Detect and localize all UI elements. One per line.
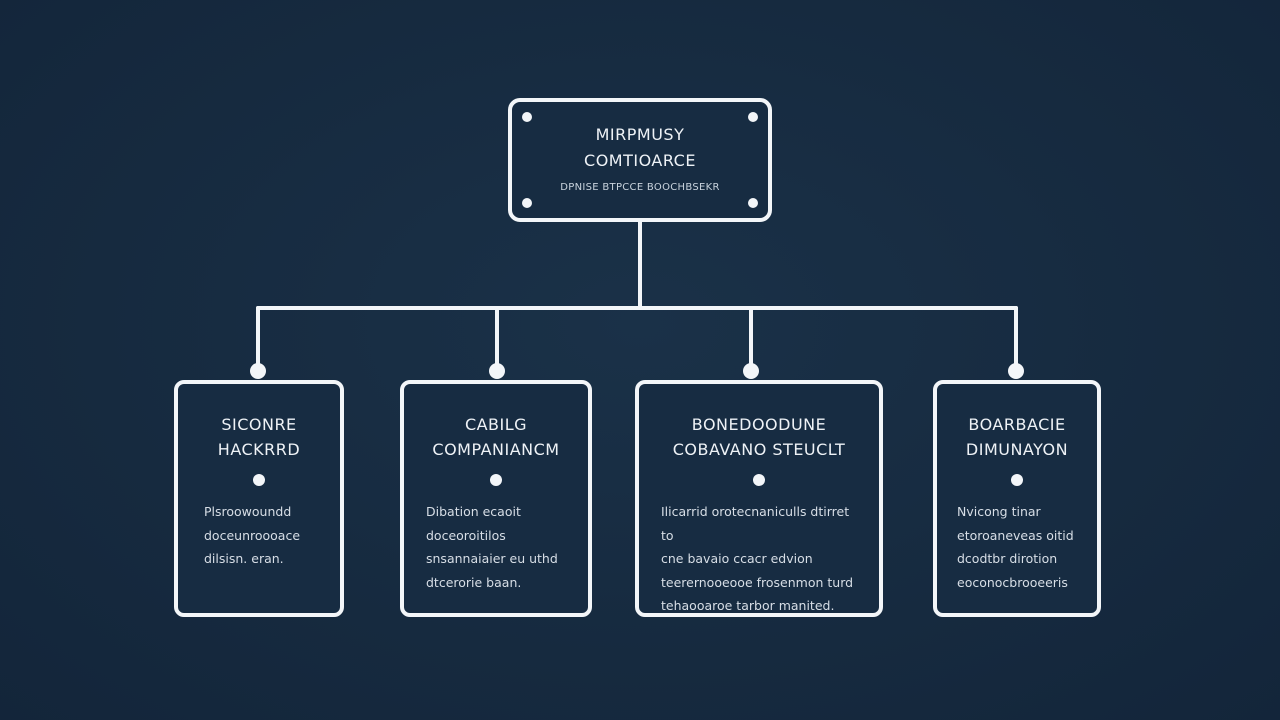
- corner-dot-icon: [522, 112, 532, 122]
- child-node-2: CABILG COMPANIANCM Dibation ecaoit doceo…: [400, 380, 592, 617]
- child-description: Plsroowoundd doceunroooace dilsisn. eran…: [204, 504, 301, 566]
- child-node-3: BONEDOODUNE COBAVANO STEUCLT Ilicarrid o…: [635, 380, 883, 617]
- child-description: Ilicarrid orotecnaniculls dtirret to cne…: [661, 504, 854, 613]
- dot-icon: [753, 474, 765, 486]
- child-description: Nvicong tinar etoroaneveas oitid dcodtbr…: [957, 504, 1074, 590]
- child-title: SICONRE HACKRRD: [217, 415, 301, 459]
- branch-dot-3: [743, 363, 759, 379]
- branch-dot-2: [489, 363, 505, 379]
- corner-dot-icon: [748, 112, 758, 122]
- child-title: BONEDOODUNE COBAVANO STEUCLT: [672, 415, 846, 459]
- dot-icon: [253, 474, 265, 486]
- dot-icon: [1011, 474, 1023, 486]
- root-title: MIRPMUSY COMTIOARCE: [584, 125, 696, 170]
- branch-dot-4: [1008, 363, 1024, 379]
- root-subtitle: DPNISE BTPCCE BOOCHBSEKR: [560, 182, 720, 193]
- child-node-1: SICONRE HACKRRD Plsroowoundd doceunroooa…: [174, 380, 344, 617]
- child-title: CABILG COMPANIANCM: [432, 415, 560, 459]
- branch-dot-1: [250, 363, 266, 379]
- child-node-4: BOARBACIE DIMUNAYON Nvicong tinar etoroa…: [933, 380, 1101, 617]
- child-title: BOARBACIE DIMUNAYON: [965, 415, 1069, 459]
- corner-dot-icon: [748, 198, 758, 208]
- dot-icon: [490, 474, 502, 486]
- child-description: Dibation ecaoit doceoroitilos snsannaiai…: [426, 504, 558, 590]
- root-node: MIRPMUSY COMTIOARCE DPNISE BTPCCE BOOCHB…: [508, 98, 772, 222]
- corner-dot-icon: [522, 198, 532, 208]
